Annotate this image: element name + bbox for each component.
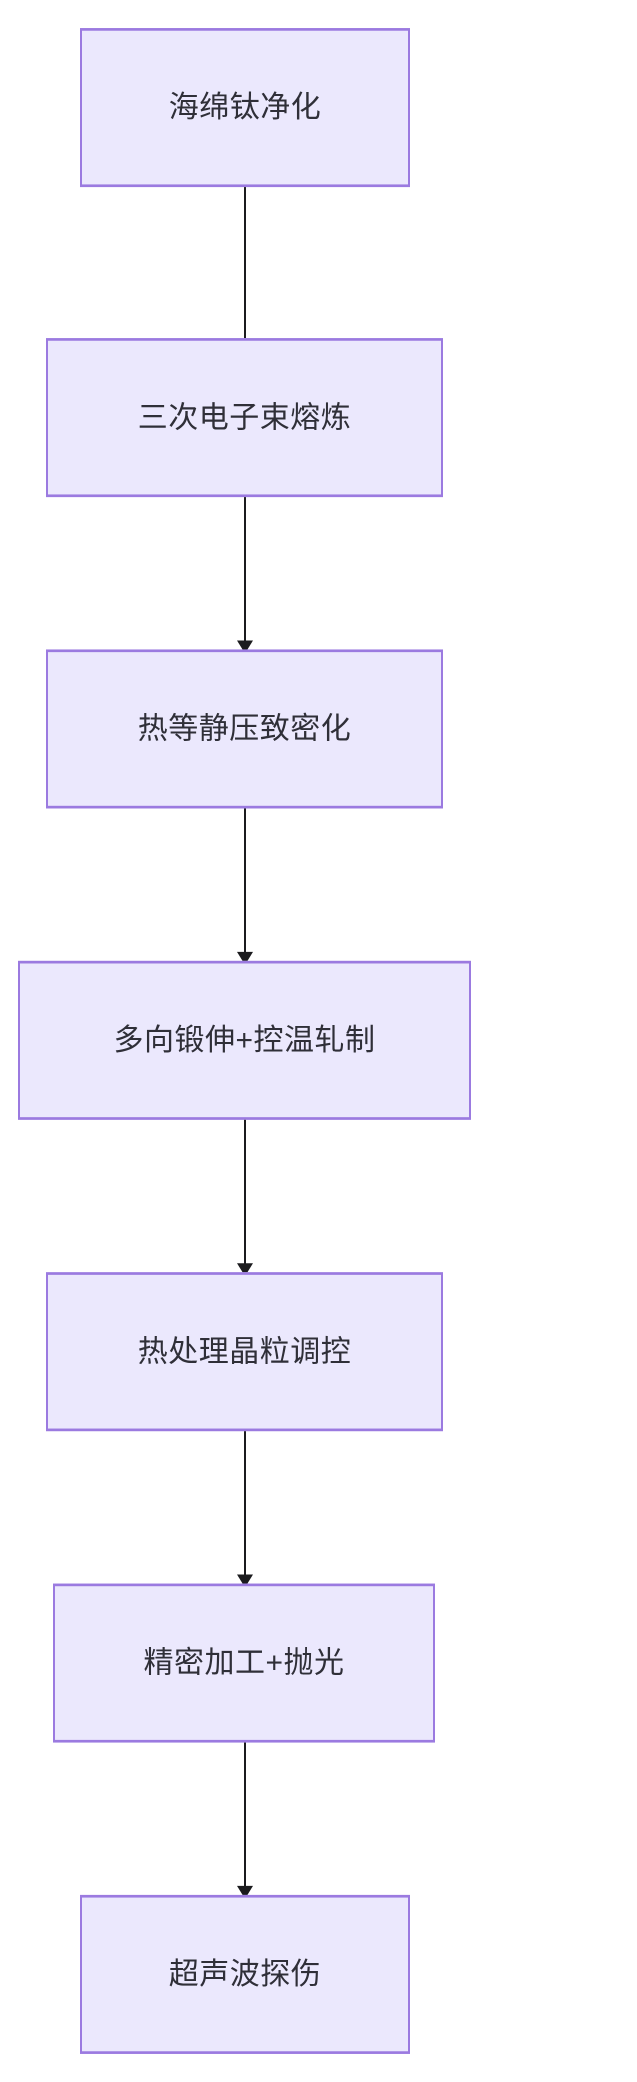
flow-node-4[interactable]: 多向锻伸+控温轧制	[18, 960, 471, 1120]
flow-node-3[interactable]: 热等静压致密化	[46, 649, 443, 809]
flow-node-7[interactable]: 超声波探伤	[80, 1894, 410, 2054]
flow-node-5[interactable]: 热处理晶粒调控	[46, 1272, 443, 1432]
flow-edge-6-7-line	[244, 1742, 246, 1898]
flow-node-6-label: 精密加工+抛光	[143, 1646, 345, 1680]
flow-node-5-label: 热处理晶粒调控	[137, 1334, 352, 1368]
flow-node-7-label: 超声波探伤	[168, 1957, 322, 1991]
flow-node-2[interactable]: 三次电子束熔炼	[46, 338, 443, 498]
flow-edge-1-2-line	[244, 187, 246, 361]
flow-node-1[interactable]: 海绵钛净化	[80, 28, 410, 188]
flow-node-4-label: 多向锻伸+控温轧制	[113, 1023, 376, 1057]
flow-edge-3-4-line	[244, 808, 246, 964]
flow-node-2-label: 三次电子束熔炼	[137, 400, 352, 434]
flow-edge-2-3-line	[244, 497, 246, 653]
flow-node-3-label: 热等静压致密化	[137, 711, 352, 745]
flow-node-1-label: 海绵钛净化	[168, 90, 322, 124]
flow-edge-4-5-line	[244, 1119, 246, 1275]
flow-node-6[interactable]: 精密加工+抛光	[53, 1583, 435, 1743]
flow-edge-5-6-line	[244, 1431, 246, 1587]
